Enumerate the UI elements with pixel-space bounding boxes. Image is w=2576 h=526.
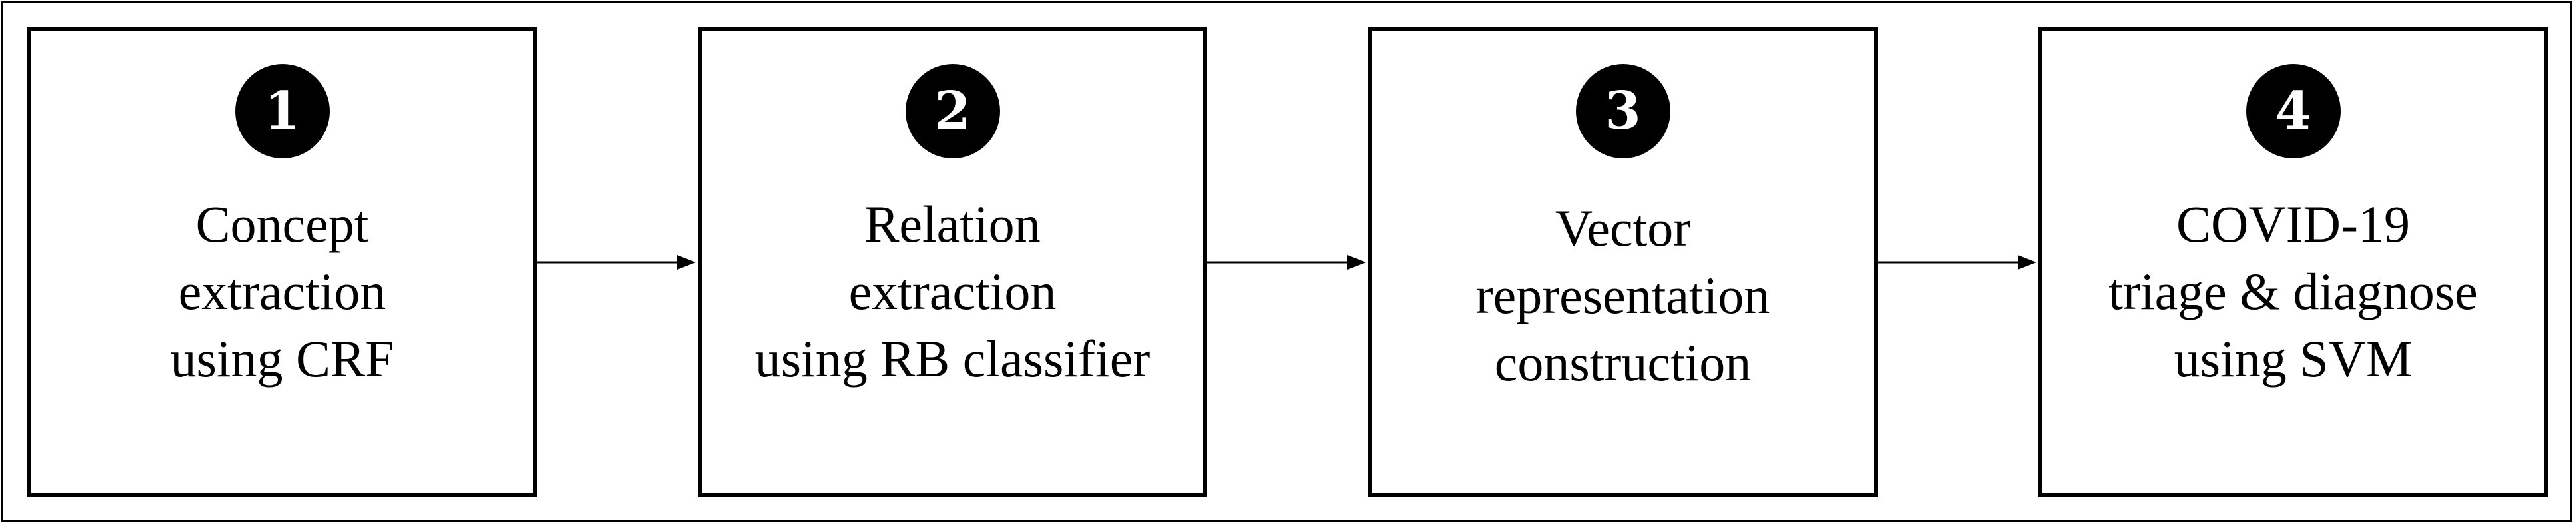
step-label-3-line-2: representation — [1475, 266, 1770, 324]
step-label-4: COVID-19 triage & diagnose using SVM — [2042, 190, 2544, 392]
step-label-1-line-3: using CRF — [170, 330, 394, 388]
step-label-3: Vector representation construction — [1372, 194, 1874, 396]
step-label-4-line-1: COVID-19 — [2176, 195, 2410, 253]
step-label-3-line-3: construction — [1494, 334, 1752, 392]
step-label-2-line-3: using RB classifier — [754, 330, 1151, 388]
step-number-badge-2: 2 — [905, 64, 1000, 158]
step-box-4: 4 COVID-19 triage & diagnose using SVM — [2038, 27, 2548, 497]
step-box-2: 2 Relation extraction using RB classifie… — [698, 27, 1207, 497]
step-box-3: 3 Vector representation construction — [1368, 27, 1878, 497]
step-label-4-line-2: triage & diagnose — [2108, 262, 2478, 320]
step-label-1: Concept extraction using CRF — [31, 190, 533, 392]
step-number-badge-4: 4 — [2246, 64, 2341, 158]
step-number-badge-1: 1 — [235, 64, 330, 158]
step-label-1-line-1: Concept — [195, 195, 369, 253]
step-label-2-line-2: extraction — [848, 262, 1057, 320]
step-label-3-line-1: Vector — [1555, 199, 1691, 257]
step-label-2: Relation extraction using RB classifier — [702, 190, 1203, 392]
step-label-2-line-1: Relation — [864, 195, 1041, 253]
step-box-1: 1 Concept extraction using CRF — [27, 27, 537, 497]
step-number-badge-3: 3 — [1575, 64, 1670, 158]
step-label-4-line-3: using SVM — [2174, 330, 2413, 388]
step-label-1-line-2: extraction — [178, 262, 386, 320]
